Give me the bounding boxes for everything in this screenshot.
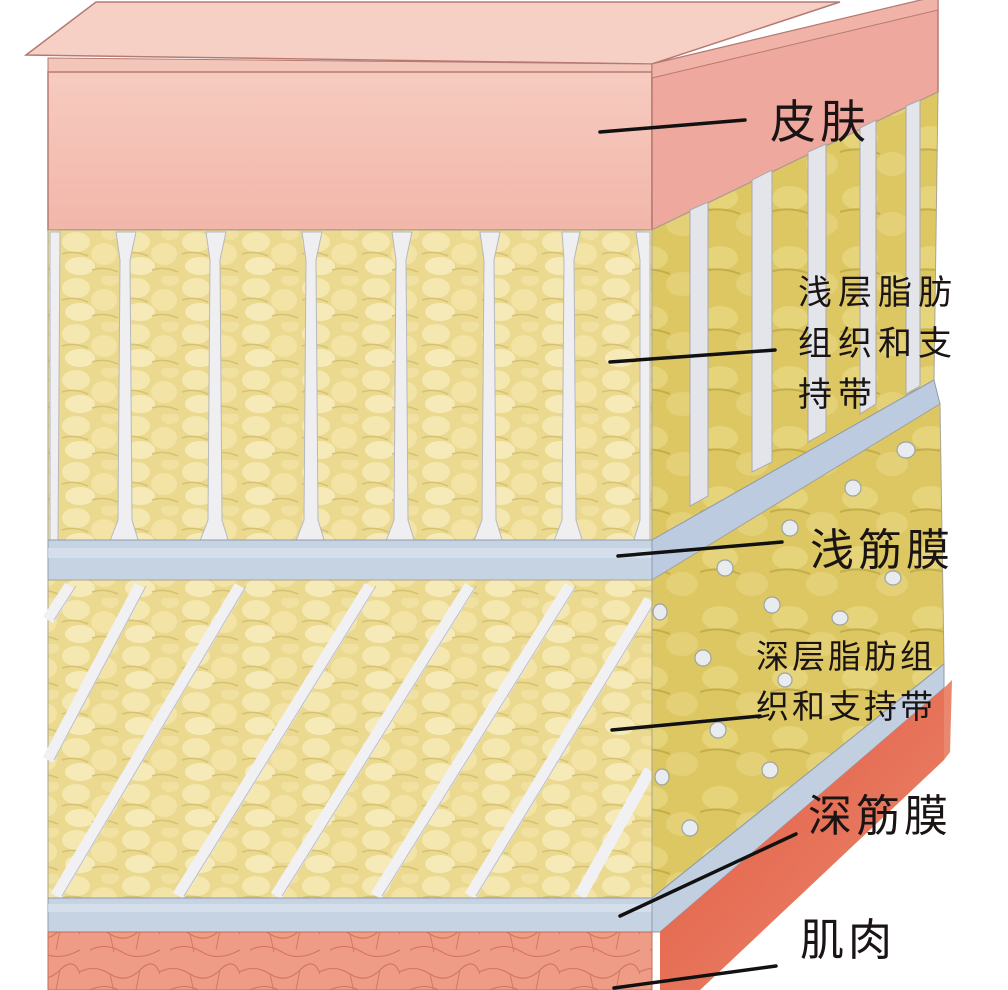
skin-layer [23, 0, 939, 232]
superficial-fat-layer [47, 229, 653, 547]
leader-muscle [612, 964, 778, 990]
label-deep-fat-and-retinacula: 深层脂肪组 织和支持带 [756, 637, 936, 726]
leader-deep-fat [610, 714, 762, 732]
superficial-fascia-layer [47, 379, 941, 581]
label-skin: 皮肤 [770, 95, 870, 149]
leader-superficial-fascia [616, 540, 784, 558]
label-superficial-fascia: 浅筋膜 [810, 525, 954, 576]
deep-fat-side [651, 403, 945, 900]
leader-skin [598, 118, 747, 134]
leader-deep-fascia [618, 832, 798, 918]
label-superficial-fat-and-retinacula: 浅层脂肪 组织和支 持带 [798, 273, 958, 415]
label-deep-fascia: 深筋膜 [808, 791, 952, 842]
muscle-layer [47, 680, 952, 990]
deep-fascia-layer [47, 662, 945, 933]
deep-fat-layer [42, 579, 657, 900]
leader-lines [598, 118, 798, 990]
leader-superficial-fat [608, 348, 777, 364]
label-muscle: 肌肉 [800, 915, 896, 966]
